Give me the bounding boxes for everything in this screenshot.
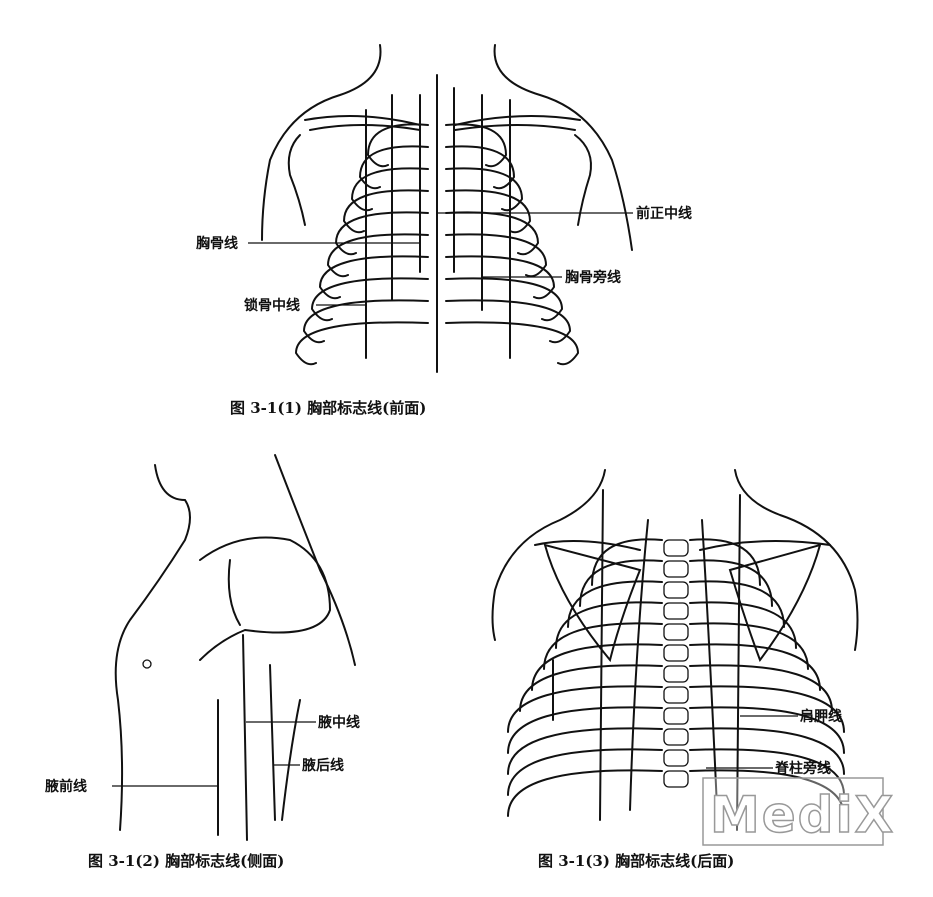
rib: [689, 622, 809, 670]
rib: [318, 255, 429, 300]
front-view-figure: 前正中线 胸骨线 胸骨旁线 锁骨中线 图 3-1(1) 胸部标志线(前面): [196, 44, 692, 417]
rib: [302, 299, 429, 344]
rib: [342, 189, 429, 234]
rib: [689, 601, 797, 649]
rib: [445, 233, 548, 278]
label-sternal-line: 胸骨线: [196, 235, 238, 252]
rib: [310, 277, 429, 322]
label-anterior-axillary-line: 腋前线: [45, 778, 87, 795]
rib: [689, 706, 845, 754]
rib: [445, 211, 540, 256]
caption-back: 图 3-1(3) 胸部标志线(后面): [538, 852, 734, 870]
label-anterior-midline: 前正中线: [636, 205, 692, 222]
vertebra: [663, 539, 689, 557]
rib: [366, 123, 429, 168]
side-body-outline: [114, 454, 356, 831]
rib: [507, 706, 663, 754]
watermark-logo: MediX: [710, 786, 895, 844]
rib: [294, 321, 429, 366]
rib: [334, 211, 429, 256]
caption-front: 图 3-1(1) 胸部标志线(前面): [230, 399, 426, 417]
paravertebral-line-right: [701, 519, 719, 831]
rib: [358, 145, 429, 190]
front-leaders: [248, 212, 633, 306]
front-body-outline: [261, 44, 633, 251]
vertebra: [663, 707, 689, 725]
rib: [689, 664, 833, 712]
rib: [445, 299, 572, 344]
label-midclavicular-line: 锁骨中线: [244, 297, 300, 314]
vertebra: [663, 623, 689, 641]
rib: [445, 255, 556, 300]
vertebra: [663, 749, 689, 767]
front-vertical-lines: [365, 74, 511, 373]
rib: [689, 748, 845, 796]
rib: [350, 167, 429, 212]
vertebra: [663, 665, 689, 683]
rib: [507, 727, 663, 775]
rib: [445, 145, 516, 190]
label-posterior-axillary-line: 腋后线: [302, 757, 344, 774]
rib: [445, 321, 580, 366]
rib: [445, 189, 532, 234]
back-vertical-lines: [552, 489, 741, 831]
watermark-box: [702, 777, 884, 846]
rib: [689, 727, 845, 775]
rib: [326, 233, 429, 278]
rib: [519, 664, 663, 712]
rib: [507, 748, 663, 796]
rib: [445, 123, 508, 168]
vertebra: [663, 644, 689, 662]
vertebra: [663, 686, 689, 704]
side-leaders: [112, 721, 316, 787]
side-vertical-lines: [217, 634, 276, 841]
label-parasternal-line: 胸骨旁线: [565, 269, 621, 286]
vertebra: [663, 728, 689, 746]
label-paravertebral-line: 脊柱旁线: [774, 760, 831, 777]
label-scapular-line: 肩胛线: [800, 708, 842, 725]
back-leaders: [706, 715, 798, 769]
rib: [531, 643, 663, 691]
vertebra: [663, 560, 689, 578]
rib: [689, 685, 845, 733]
caption-side: 图 3-1(2) 胸部标志线(侧面): [88, 852, 284, 870]
rib: [689, 643, 821, 691]
paravertebral-line-left: [629, 519, 649, 811]
back-body-outline: [491, 469, 859, 663]
midaxillary-line: [242, 634, 248, 841]
vertebra: [663, 770, 689, 788]
rib: [507, 769, 663, 817]
back-view-figure: 肩胛线 脊柱旁线 图 3-1(3) 胸部标志线(后面) MediX: [491, 469, 895, 870]
rib: [445, 277, 564, 322]
rib: [507, 685, 663, 733]
vertebra: [663, 581, 689, 599]
posterior-axillary-line: [269, 664, 276, 821]
label-midaxillary-line: 腋中线: [318, 714, 360, 731]
side-view-figure: 腋中线 腋后线 腋前线 图 3-1(2) 胸部标志线(侧面): [45, 454, 360, 870]
rib: [543, 622, 663, 670]
rib: [689, 580, 785, 628]
rib: [689, 769, 845, 817]
scapular-line-right: [736, 494, 741, 831]
scapular-line-left: [599, 489, 604, 821]
vertebra: [663, 602, 689, 620]
